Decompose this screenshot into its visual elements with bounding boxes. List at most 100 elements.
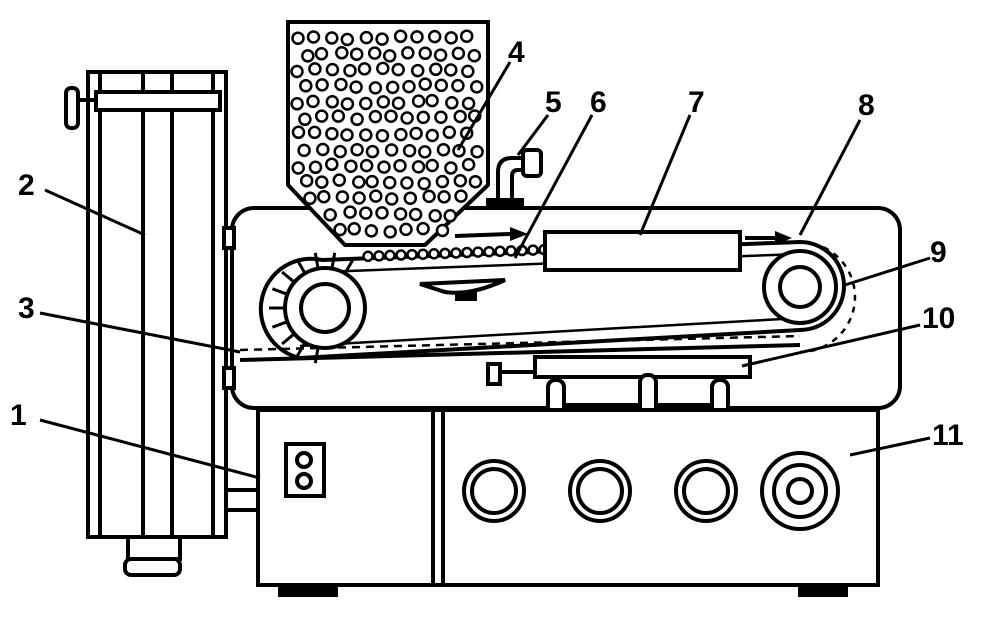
pellet bbox=[349, 80, 363, 94]
pellet bbox=[461, 96, 476, 111]
base-cabinet-left bbox=[256, 408, 435, 597]
pellet bbox=[343, 63, 357, 78]
label-1: 1 bbox=[10, 399, 27, 432]
pellet bbox=[403, 191, 418, 205]
label-6: 6 bbox=[590, 86, 607, 119]
pellet bbox=[364, 224, 379, 238]
pellet bbox=[427, 29, 442, 44]
pellet bbox=[375, 32, 389, 46]
pellet bbox=[298, 112, 312, 127]
pellet bbox=[451, 78, 465, 93]
pellet bbox=[352, 175, 366, 189]
hopper-pellets bbox=[290, 29, 484, 239]
pellet bbox=[461, 157, 476, 172]
pellet bbox=[350, 112, 364, 127]
belt-pellet bbox=[439, 247, 451, 260]
pellet bbox=[299, 79, 313, 93]
pellet bbox=[444, 31, 458, 45]
pellet bbox=[468, 174, 483, 189]
pellet bbox=[442, 125, 457, 140]
pellet bbox=[399, 222, 413, 237]
heater-box bbox=[543, 230, 742, 272]
pellet bbox=[376, 95, 391, 109]
pellet bbox=[308, 160, 323, 175]
label-2: 2 bbox=[18, 169, 35, 202]
pellet bbox=[452, 144, 466, 158]
pellet bbox=[317, 189, 331, 204]
label-3: 3 bbox=[18, 292, 35, 325]
pellet bbox=[350, 142, 364, 157]
pellet bbox=[391, 96, 406, 110]
pellet bbox=[435, 174, 450, 189]
pellet bbox=[335, 46, 349, 60]
pellet bbox=[453, 109, 467, 124]
pellet bbox=[470, 144, 484, 159]
drum-spike bbox=[295, 258, 307, 275]
pellet bbox=[459, 29, 474, 43]
pellet bbox=[411, 160, 426, 174]
pellet bbox=[297, 143, 311, 158]
pellet bbox=[393, 159, 407, 173]
pellet bbox=[416, 221, 430, 236]
pellet bbox=[429, 62, 443, 77]
pellet bbox=[437, 190, 451, 204]
pellet bbox=[401, 46, 415, 60]
pellet bbox=[314, 47, 329, 61]
belt-pellet bbox=[483, 245, 495, 258]
pellet bbox=[383, 225, 397, 239]
pellet bbox=[290, 64, 304, 79]
pellet bbox=[416, 110, 431, 125]
pellet bbox=[433, 48, 448, 62]
direction-arrows bbox=[454, 227, 792, 245]
pellet bbox=[290, 97, 304, 111]
pellet bbox=[359, 128, 373, 142]
pellet bbox=[377, 160, 391, 174]
belt-pellet bbox=[505, 245, 517, 257]
left-drum bbox=[269, 252, 367, 364]
drum-spike bbox=[313, 252, 320, 269]
pellet bbox=[454, 189, 468, 203]
label-8: 8 bbox=[858, 89, 875, 122]
belt-pellet bbox=[428, 248, 440, 260]
belt-pellets bbox=[362, 243, 550, 263]
pellet bbox=[325, 95, 340, 109]
belt-pellet bbox=[417, 248, 429, 260]
pellet bbox=[340, 32, 355, 47]
pellet bbox=[323, 208, 337, 222]
pellet bbox=[393, 207, 408, 221]
belt-pellet bbox=[461, 246, 473, 259]
pellet bbox=[325, 157, 339, 172]
pellet bbox=[314, 109, 329, 123]
pellet bbox=[425, 128, 440, 143]
label-5: 5 bbox=[545, 86, 562, 119]
pellet bbox=[365, 144, 380, 159]
pellet bbox=[400, 111, 414, 125]
pellet bbox=[299, 173, 314, 188]
pellet bbox=[335, 190, 350, 204]
belt-pellet bbox=[472, 246, 484, 258]
belt-pellet bbox=[373, 250, 385, 262]
pellet bbox=[434, 110, 448, 124]
cooling-plate bbox=[486, 355, 752, 435]
pellet bbox=[347, 222, 361, 236]
pellet bbox=[393, 29, 408, 44]
pellet bbox=[291, 161, 305, 175]
pellet bbox=[417, 176, 431, 191]
pellet bbox=[375, 206, 389, 220]
pellet bbox=[418, 46, 432, 61]
belt-pellet bbox=[494, 245, 506, 258]
pellet bbox=[425, 158, 439, 173]
pellet bbox=[365, 174, 379, 189]
pellet bbox=[316, 142, 330, 157]
pellet bbox=[384, 192, 399, 206]
belt-pellet bbox=[527, 244, 539, 256]
label-10: 10 bbox=[922, 302, 955, 335]
drum-spike bbox=[330, 252, 337, 269]
pellet bbox=[434, 78, 449, 93]
base-cabinet-right bbox=[431, 408, 880, 597]
pellet bbox=[344, 159, 358, 173]
pellet bbox=[410, 30, 424, 44]
pellet bbox=[411, 94, 426, 108]
pellet bbox=[334, 77, 348, 92]
pellet bbox=[343, 205, 357, 219]
